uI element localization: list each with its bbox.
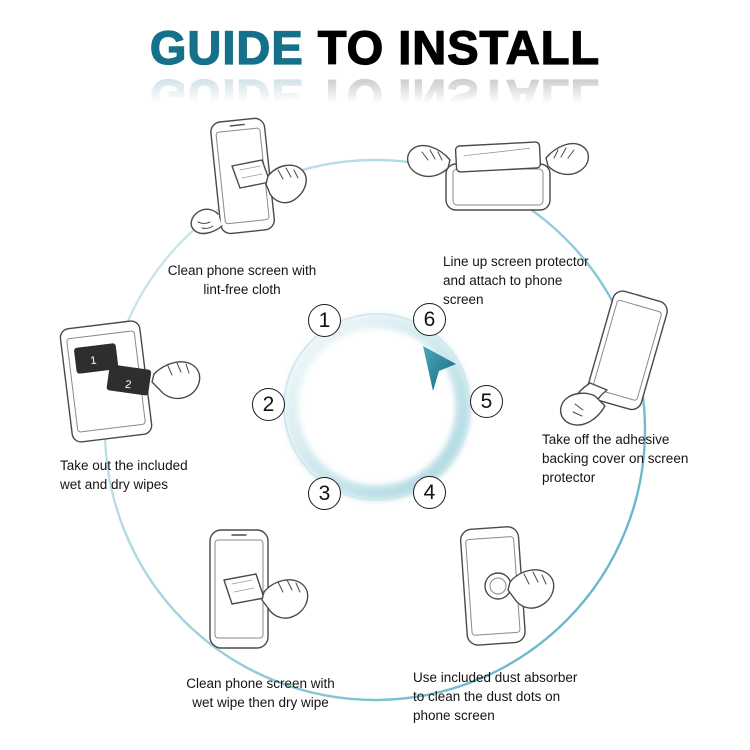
step-3-illustration-wet-wipe: [209, 529, 309, 649]
step-5-caption: Take off the adhesive backing cover on s…: [542, 432, 689, 486]
step-3-badge: 3: [308, 477, 341, 510]
step-4-badge: 4: [413, 476, 446, 509]
step-4-illustration-dust-absorber: [459, 526, 555, 646]
step-1-illustration-clean-cloth: [190, 117, 307, 235]
title-rest: TO INSTALL: [317, 20, 601, 74]
step-1-number: 1: [318, 308, 331, 332]
hand: [560, 392, 606, 426]
step-2-number: 2: [262, 392, 275, 416]
wipe-packet-2-label: 2: [124, 379, 132, 392]
step-2-illustration-wipes: 1 2: [59, 320, 201, 443]
step-1-badge: 1: [308, 304, 341, 337]
title-reflection-fade: [0, 69, 750, 113]
step-5-number: 5: [480, 389, 493, 413]
wipe: [223, 573, 265, 605]
dust-absorber: [484, 572, 512, 600]
wipe-packet-2: [106, 364, 152, 396]
step-6-illustration-attach-protector: [407, 141, 589, 211]
wipe-packet-1-label: 1: [90, 355, 98, 368]
cursor-arrow-icon: [423, 346, 456, 391]
step-4-number: 4: [423, 480, 436, 504]
step-6-badge: 6: [413, 303, 446, 336]
right-hand: [261, 579, 309, 619]
screen-protector: [586, 290, 668, 411]
screen-protector: [454, 141, 542, 173]
inner-ring: [283, 313, 471, 501]
step-4-caption: Use included dust absorber to clean the …: [413, 670, 578, 724]
left-hand: [190, 208, 223, 235]
right-hand: [507, 569, 555, 609]
step-5-illustration-peel-backing: [560, 290, 668, 426]
right-hand: [151, 361, 201, 400]
step-2-caption: Take out the included wet and dry wipes: [60, 458, 188, 493]
step-3-caption: Clean phone screen with wet wipe then dr…: [186, 676, 335, 711]
step-6-number: 6: [423, 307, 436, 331]
step-1-caption: Clean phone screen with lint-free cloth: [167, 263, 317, 298]
step-2-badge: 2: [252, 388, 285, 421]
right-hand: [265, 164, 307, 204]
left-hand: [407, 144, 451, 178]
wipe-packet-1: [74, 343, 119, 374]
title-highlight: GUIDE: [149, 20, 304, 74]
step-3-number: 3: [318, 481, 331, 505]
step-6-caption: Line up screen protector and attach to p…: [443, 254, 589, 308]
step-5-badge: 5: [470, 385, 503, 418]
right-hand: [545, 142, 589, 176]
